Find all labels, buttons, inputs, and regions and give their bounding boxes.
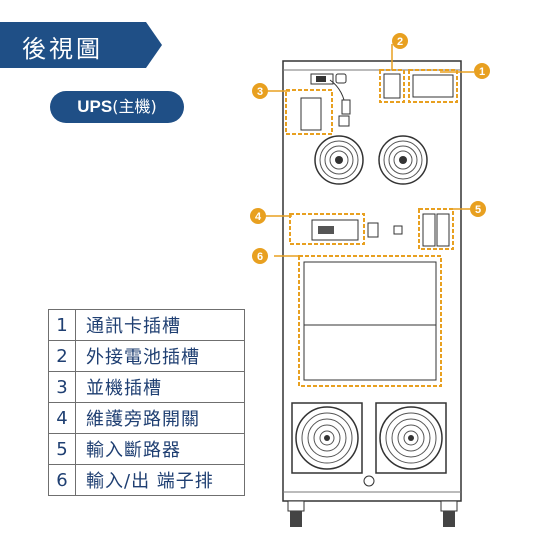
comm-card-slot bbox=[412, 74, 454, 98]
foot-right bbox=[440, 500, 458, 512]
legend-table: 1 通訊卡插槽 2 外接電池插槽 3 並機插槽 4 維護旁路開關 5 輸入斷路器… bbox=[48, 309, 245, 496]
bypass-switch bbox=[311, 219, 359, 241]
port-top-1-inner bbox=[316, 76, 326, 82]
breaker-pole-2 bbox=[436, 213, 450, 247]
legend-label: 維護旁路開關 bbox=[75, 402, 245, 434]
legend-number: 1 bbox=[48, 309, 76, 341]
legend-number: 5 bbox=[48, 433, 76, 465]
legend-number: 3 bbox=[48, 371, 76, 403]
model-qualifier: (主機) bbox=[112, 97, 157, 116]
legend-row: 5 輸入斷路器 bbox=[48, 433, 245, 465]
svg-text:3: 3 bbox=[257, 86, 263, 98]
legend-label: 通訊卡插槽 bbox=[75, 309, 245, 341]
legend-row: 2 外接電池插槽 bbox=[48, 340, 245, 372]
page-title: 後視圖 bbox=[22, 35, 103, 63]
svg-text:1: 1 bbox=[479, 66, 485, 78]
legend-label: 輸入斷路器 bbox=[75, 433, 245, 465]
legend-row: 3 並機插槽 bbox=[48, 371, 245, 403]
caster-left bbox=[290, 511, 302, 527]
callout-badge-2: 2 bbox=[392, 33, 408, 49]
fan-bottom-left bbox=[291, 402, 363, 474]
fan-top-left bbox=[314, 135, 364, 185]
cable-plug bbox=[341, 99, 351, 115]
svg-text:6: 6 bbox=[257, 251, 263, 263]
callout-badge-6: 6 bbox=[252, 248, 268, 264]
legend-number: 4 bbox=[48, 402, 76, 434]
svg-text:5: 5 bbox=[475, 204, 481, 216]
legend-number: 2 bbox=[48, 340, 76, 372]
ground-mark bbox=[393, 225, 403, 235]
callout-1-box bbox=[408, 69, 458, 103]
caster-right bbox=[443, 511, 455, 527]
callout-5-box bbox=[418, 208, 454, 250]
callout-badge-5: 5 bbox=[470, 201, 486, 217]
legend-number: 6 bbox=[48, 464, 76, 496]
legend-row: 4 維護旁路開關 bbox=[48, 402, 245, 434]
port-top-2 bbox=[335, 73, 347, 84]
callout-4-box bbox=[289, 213, 365, 245]
terminal-cover bbox=[303, 261, 437, 381]
legend-row: 6 輸入/出 端子排 bbox=[48, 464, 245, 496]
callout-badge-1: 1 bbox=[474, 63, 490, 79]
legend-label: 並機插槽 bbox=[75, 371, 245, 403]
callout-6-box bbox=[298, 255, 442, 387]
callout-badge-3: 3 bbox=[252, 83, 268, 99]
battery-connector bbox=[383, 73, 401, 99]
model-name: UPS bbox=[77, 97, 113, 116]
legend-label: 輸入/出 端子排 bbox=[75, 464, 245, 496]
fan-bottom-right bbox=[375, 402, 447, 474]
svg-text:2: 2 bbox=[397, 36, 403, 48]
callout-3-box bbox=[285, 89, 333, 135]
callout-badge-4: 4 bbox=[250, 208, 266, 224]
legend-row: 1 通訊卡插槽 bbox=[48, 309, 245, 341]
cable-plug-2 bbox=[338, 115, 350, 127]
title-banner: 後視圖 bbox=[0, 22, 162, 68]
title-banner-shape bbox=[0, 22, 162, 68]
bypass-cover bbox=[367, 222, 379, 238]
foot-left bbox=[287, 500, 305, 512]
parallel-connector bbox=[300, 97, 322, 131]
legend-label: 外接電池插槽 bbox=[75, 340, 245, 372]
ground-terminal bbox=[363, 475, 375, 487]
bypass-switch-handle bbox=[318, 226, 334, 234]
svg-text:4: 4 bbox=[255, 211, 262, 223]
fan-top-right bbox=[378, 135, 428, 185]
model-pill: UPS(主機) bbox=[50, 91, 184, 123]
breaker-pole-1 bbox=[422, 213, 436, 247]
